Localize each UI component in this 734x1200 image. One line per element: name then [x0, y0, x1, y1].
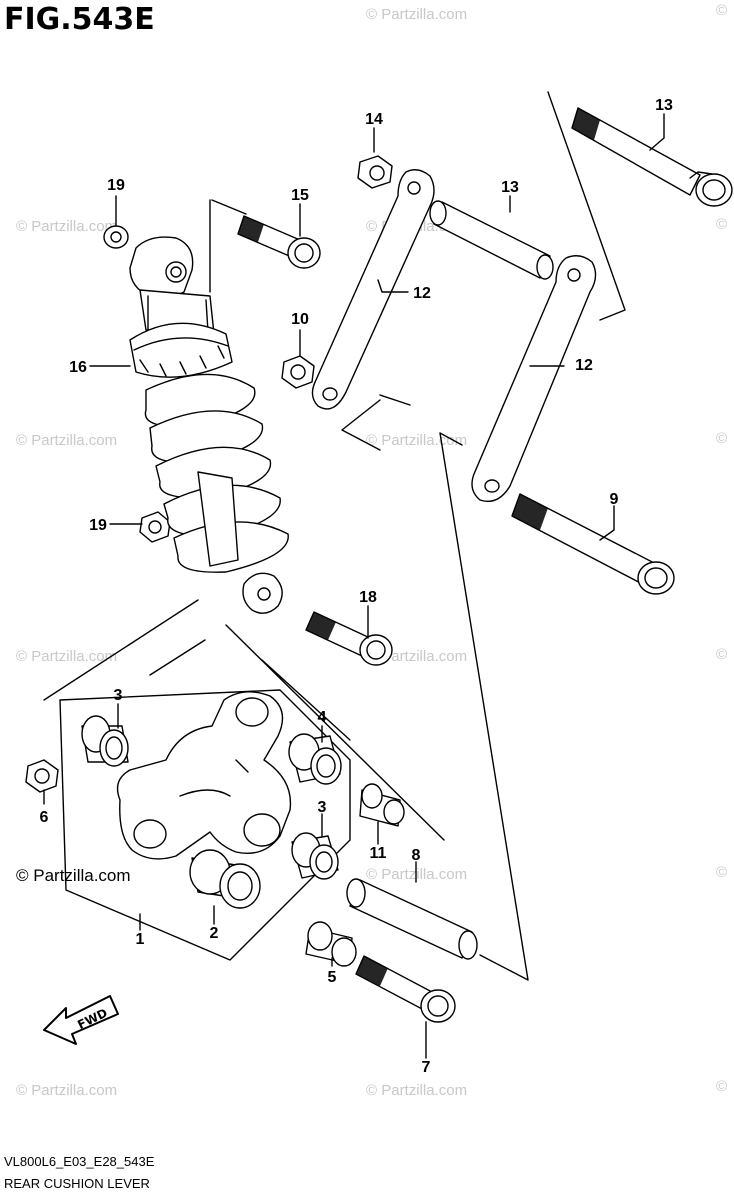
fwd-arrow [43, 995, 119, 1045]
callout-12-upper: 12 [413, 285, 431, 302]
nut-15 [357, 155, 393, 189]
watermark: © Partzilla.com [16, 218, 118, 235]
leader-lines [43, 113, 665, 1059]
group-outline-left [43, 199, 351, 961]
bushing-3-lower [291, 832, 339, 880]
watermark-symbol: © [716, 1078, 728, 1095]
link-12-upper [311, 169, 435, 410]
figure-title: FIG.543E [4, 2, 155, 37]
group-outline-lever [149, 624, 445, 841]
callout-2: 2 [210, 925, 219, 942]
callout-13: 13 [501, 179, 519, 196]
nut-7 [25, 759, 59, 793]
washer-19-upper [103, 225, 129, 249]
bolt-17 [237, 215, 321, 269]
sleeve-13 [429, 200, 554, 280]
callout-11: 11 [370, 845, 387, 862]
watermark: © Partzilla.com [16, 432, 118, 449]
callout-6: 7 [422, 1059, 431, 1076]
section-name: REAR CUSHION LEVER [4, 1176, 150, 1191]
callout-17: 15 [291, 187, 309, 204]
callout-16: 16 [69, 359, 87, 376]
model-code: VL800L6_E03_E28_543E [4, 1154, 155, 1169]
link-12-lower [471, 255, 597, 503]
bolt-6 [355, 955, 456, 1023]
washer-19-lower [139, 511, 171, 543]
sleeve-8 [346, 878, 478, 960]
callout-18: 18 [359, 589, 377, 606]
callout-19-upper: 19 [107, 177, 125, 194]
shock-absorber-16 [129, 236, 289, 614]
callout-8: 8 [412, 847, 421, 864]
watermark-symbol: © [716, 2, 728, 19]
callout-19-lower: 19 [89, 517, 107, 534]
callout-4: 4 [318, 709, 327, 726]
bushing-3-upper [81, 715, 129, 767]
callout-12-lower: 12 [575, 357, 593, 374]
callout-3-lower: 3 [318, 799, 327, 816]
nut-10 [281, 355, 315, 389]
watermark-main: © Partzilla.com [16, 866, 131, 885]
watermark-symbol: © [716, 216, 728, 233]
callout-15: 14 [365, 111, 383, 128]
cushion-lever-1 [116, 691, 292, 860]
watermark: © Partzilla.com [16, 648, 118, 665]
watermark-symbol: © [716, 646, 728, 663]
callout-7: 6 [40, 809, 49, 826]
watermark: © Partzilla.com [16, 1082, 118, 1099]
callout-9: 9 [610, 491, 619, 508]
sleeve-5 [305, 921, 357, 967]
bushing-4 [288, 733, 342, 785]
bolt-9 [511, 493, 675, 595]
watermark: © Partzilla.com [366, 6, 468, 23]
sleeve-11 [359, 783, 405, 827]
callout-5: 5 [328, 969, 337, 986]
bolt-18 [305, 611, 393, 666]
bushing-2 [189, 849, 261, 909]
watermark: © Partzilla.com [366, 1082, 468, 1099]
callout-10: 10 [291, 311, 309, 328]
watermark-symbol: © [716, 430, 728, 447]
callout-3-upper: 3 [114, 687, 123, 704]
callout-14: 13 [655, 97, 673, 114]
bolt-14 [571, 107, 733, 207]
group-outline-links [211, 91, 626, 981]
watermark-symbol: © [716, 864, 728, 881]
callout-1: 1 [136, 931, 145, 948]
